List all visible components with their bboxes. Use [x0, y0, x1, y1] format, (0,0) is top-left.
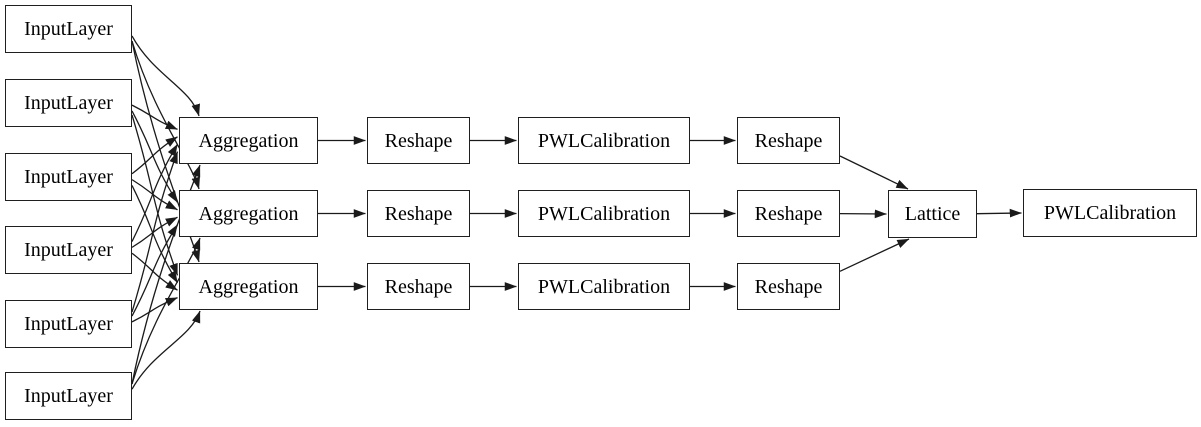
node-rs2b: Reshape [737, 190, 840, 237]
node-label: Reshape [754, 202, 823, 225]
edge-rs2c-lattice [839, 238, 910, 272]
node-agg1: Aggregation [179, 117, 318, 164]
node-agg3: Aggregation [179, 263, 318, 310]
edge-input1-agg3 [131, 40, 200, 263]
node-rs1a: Reshape [367, 117, 470, 164]
edge-input4-agg2 [131, 216, 178, 248]
node-label: Reshape [384, 129, 453, 152]
node-pwl1b: PWLCalibration [518, 190, 690, 237]
node-rs2c: Reshape [737, 263, 840, 310]
edge-input3-agg3 [131, 185, 179, 284]
edge-input1-agg2 [131, 40, 200, 190]
node-label: InputLayer [24, 385, 113, 407]
edge-lattice-pwlout [976, 208, 1022, 218]
node-agg2: Aggregation [179, 190, 318, 237]
node-rs1b: Reshape [367, 190, 470, 237]
node-rs2a: Reshape [737, 117, 840, 164]
edge-rs2a-lattice [839, 155, 909, 190]
node-label: Reshape [754, 275, 823, 298]
node-label: InputLayer [24, 18, 113, 40]
node-input3: InputLayer [5, 153, 132, 201]
node-label: Reshape [384, 275, 453, 298]
node-lattice: Lattice [888, 190, 977, 238]
node-label: InputLayer [24, 239, 113, 261]
edge-paths-group [131, 35, 1022, 390]
node-label: Reshape [384, 202, 453, 225]
node-input6: InputLayer [5, 372, 132, 420]
edge-input5-agg3 [131, 297, 178, 323]
edge-input6-agg2 [131, 237, 201, 385]
node-pwl1a: PWLCalibration [518, 117, 690, 164]
node-input1: InputLayer [5, 5, 132, 53]
node-input2: InputLayer [5, 79, 132, 127]
edge-input3-agg2 [131, 179, 178, 211]
node-label: Lattice [904, 203, 961, 225]
edge-input2-agg1 [131, 104, 178, 130]
node-input4: InputLayer [5, 226, 132, 274]
node-label: PWLCalibration [537, 202, 671, 225]
node-label: PWLCalibration [537, 275, 671, 298]
node-rs1c: Reshape [367, 263, 470, 310]
edge-input2-agg3 [131, 114, 179, 276]
node-label: InputLayer [24, 313, 113, 335]
node-pwlout: PWLCalibration [1023, 189, 1197, 237]
edge-input2-agg2 [131, 110, 179, 203]
node-pwl1c: PWLCalibration [518, 263, 690, 310]
edge-input6-agg3 [131, 310, 201, 390]
edge-input1-agg1 [131, 35, 200, 117]
node-label: Aggregation [198, 129, 299, 152]
node-label: Reshape [754, 129, 823, 152]
node-label: InputLayer [24, 166, 113, 188]
node-label: InputLayer [24, 92, 113, 114]
edge-input4-agg3 [131, 252, 178, 291]
node-label: Aggregation [198, 202, 299, 225]
node-label: PWLCalibration [537, 129, 671, 152]
edge-input5-agg2 [131, 224, 179, 317]
node-label: PWLCalibration [1043, 202, 1177, 224]
node-label: Aggregation [198, 275, 299, 298]
node-input5: InputLayer [5, 300, 132, 348]
